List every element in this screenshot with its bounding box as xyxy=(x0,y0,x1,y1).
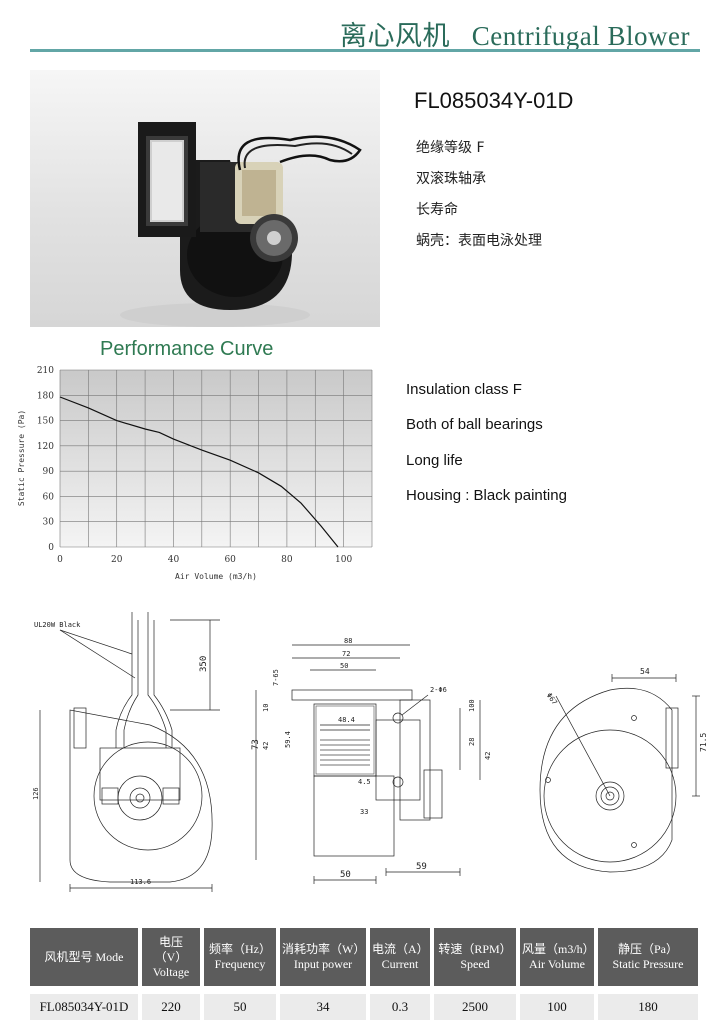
dim-back-diameter: Φ67 xyxy=(545,692,559,707)
product-photo xyxy=(30,70,380,327)
wire-label: UL20W Black xyxy=(34,621,81,629)
cell-current: 0.3 xyxy=(368,986,434,1020)
dim-left-c: 42 xyxy=(262,742,270,750)
dim-front-inner: 50 xyxy=(340,662,348,670)
dim-back-height: 71.5 xyxy=(699,733,708,752)
back-view-drawing: Φ67 54 71.5 xyxy=(539,667,708,873)
dimension-drawings: UL20W Black 350 126 113.6 88 72 50 xyxy=(32,612,708,892)
feature-zh-housing: 蜗壳：表面电泳处理 xyxy=(416,233,542,249)
feature-en-life: Long life xyxy=(406,452,463,469)
feature-zh-life: 长寿命 xyxy=(416,202,458,218)
header-current: 电流（A） Current xyxy=(368,928,434,990)
cell-static-pressure: 180 xyxy=(596,986,698,1020)
header-voltage: 电压 （V） Voltage xyxy=(140,928,204,990)
dim-right-c: 42 xyxy=(484,752,492,760)
header-frequency: 频率（Hz） Frequency xyxy=(202,928,280,990)
chart-ticks: 0 30 60 90 120 150 180 210 0 20 40 60 80 100 xyxy=(37,366,353,565)
x-axis-label: Air Volume (m3/h) xyxy=(175,572,257,581)
cell-voltage: 220 xyxy=(140,986,204,1020)
y-tick-label: 90 xyxy=(43,467,55,477)
feature-en-housing: Housing : Black painting xyxy=(406,487,567,504)
curve-title: Performance Curve xyxy=(100,338,274,360)
dim-left-d: 59.4 xyxy=(284,731,292,748)
plot-area xyxy=(60,370,372,547)
chart-grid xyxy=(59,369,373,548)
x-tick-label: 100 xyxy=(335,555,352,565)
feature-zh-insulation: 绝缘等级 F xyxy=(416,140,485,156)
model-number: FL085034Y-01D xyxy=(414,88,574,113)
dim-front-overall: 88 xyxy=(344,637,352,645)
side-view-drawing: UL20W Black 350 126 113.6 xyxy=(32,612,220,892)
y-tick-label: 210 xyxy=(37,366,54,376)
x-tick-label: 60 xyxy=(224,555,236,565)
performance-chart: 0 30 60 90 120 150 180 210 0 20 40 60 80 100 Air Volu… xyxy=(17,366,373,581)
x-tick-label: 40 xyxy=(168,555,180,565)
header-divider xyxy=(30,49,700,52)
dim-side-width: 113.6 xyxy=(130,878,151,886)
x-tick-label: 0 xyxy=(57,555,63,565)
cell-input-power: 34 xyxy=(278,986,370,1020)
header-input-power: 消耗功率（W） Input power xyxy=(278,928,370,990)
dim-side-height: 126 xyxy=(32,787,40,800)
table-row: FL085034Y-01D 220 50 34 0.3 2500 100 180 xyxy=(30,986,698,1020)
dim-front-height: 73 xyxy=(251,739,261,750)
header-air-volume: 风量（m3/h） Air Volume xyxy=(518,928,598,990)
table-header-row: 风机型号 Mode 电压 （V） Voltage 频率（Hz） Frequenc… xyxy=(30,928,698,990)
header-speed: 转速（RPM） Speed xyxy=(432,928,520,990)
x-tick-label: 80 xyxy=(281,555,293,565)
feature-en-bearing: Both of ball bearings xyxy=(406,416,543,433)
y-axis-label: Static Pressure (Pa) xyxy=(17,410,26,506)
y-tick-label: 60 xyxy=(43,492,55,502)
cell-frequency: 50 xyxy=(202,986,280,1020)
title-zh: 离心风机 xyxy=(340,21,451,51)
cell-air-volume: 100 xyxy=(518,986,598,1020)
cell-model: FL085034Y-01D xyxy=(30,986,142,1020)
feature-zh-bearing: 双滚珠轴承 xyxy=(416,171,486,187)
dim-lower: 33 xyxy=(360,808,368,816)
dim-front-mid: 72 xyxy=(342,650,350,658)
y-tick-label: 120 xyxy=(37,442,54,452)
feature-en-insulation: Insulation class F xyxy=(406,381,522,398)
hole-label: 2-Φ6 xyxy=(430,686,447,694)
y-tick-label: 0 xyxy=(48,543,54,553)
y-tick-label: 150 xyxy=(37,417,54,427)
dim-back-width: 54 xyxy=(640,667,650,676)
y-tick-label: 180 xyxy=(37,391,54,401)
x-tick-label: 20 xyxy=(111,555,123,565)
dim-left-b: 10 xyxy=(262,704,270,712)
header-model: 风机型号 Mode xyxy=(30,928,142,990)
dim-front-outlet: 48.4 xyxy=(338,716,355,724)
y-tick-label: 30 xyxy=(43,518,55,528)
dim-bottom-right: 59 xyxy=(416,862,427,872)
spec-table: 风机型号 Mode 电压 （V） Voltage 频率（Hz） Frequenc… xyxy=(30,928,698,1020)
pressure-curve xyxy=(59,396,339,548)
dim-left-a: 7-65 xyxy=(272,669,280,686)
front-view-drawing: 88 72 50 48.4 2-Φ6 73 7-65 10 42 59.4 10… xyxy=(251,637,492,884)
title-en: Centrifugal Blower xyxy=(471,21,690,51)
dim-right-b: 28 xyxy=(468,738,476,746)
dim-small: 4.5 xyxy=(358,778,371,786)
dim-wire-length: 350 xyxy=(199,656,209,672)
dim-right-a: 100 xyxy=(468,699,476,712)
cell-speed: 2500 xyxy=(432,986,520,1020)
header-static-pressure: 静压（Pa） Static Pressure xyxy=(596,928,698,990)
dim-bottom-left: 50 xyxy=(340,870,351,880)
page-title: 离心风机 Centrifugal Blower xyxy=(340,14,690,53)
